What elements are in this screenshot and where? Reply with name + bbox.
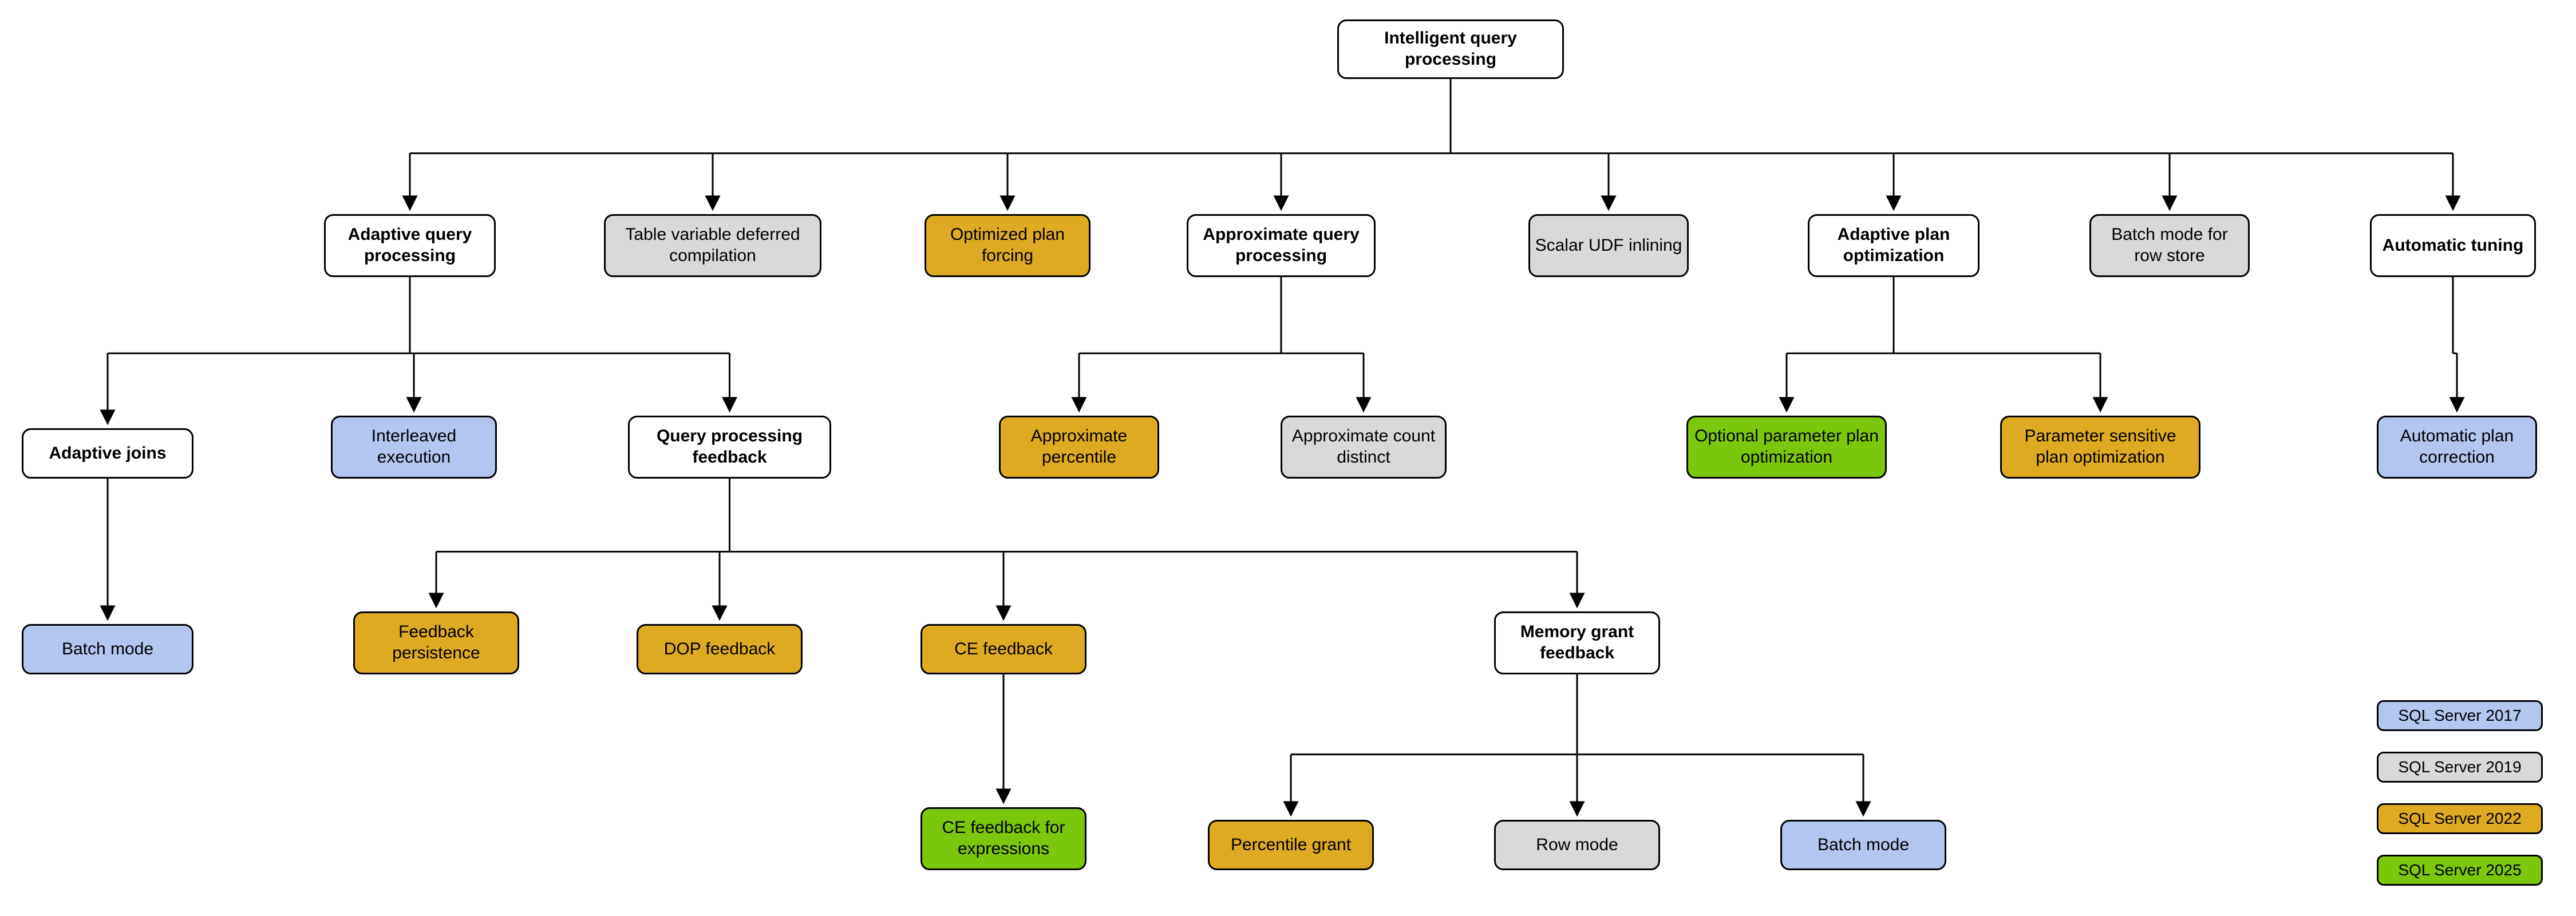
node-label: Percentile grant (1230, 835, 1352, 854)
node-label: Row mode (1536, 835, 1618, 854)
node-label: Intelligent query processing (1384, 29, 1517, 69)
node-apq[interactable]: Approximate query processing (1187, 214, 1376, 277)
node-label: Optimized plan forcing (950, 225, 1065, 265)
node-qpf[interactable]: Query processing feedback (628, 416, 831, 479)
node-apct[interactable]: Approximate percentile (999, 416, 1159, 479)
node-label: Approximate percentile (1030, 427, 1128, 467)
node-label: Batch mode for row store (2111, 225, 2228, 265)
node-tvdc[interactable]: Table variable deferred compilation (604, 214, 821, 277)
node-bmrs[interactable]: Batch mode for row store (2089, 214, 2250, 277)
legend-item-sql-server-2017: SQL Server 2017 (2377, 700, 2543, 731)
node-cefbexpr[interactable]: CE feedback for expressions (920, 807, 1086, 870)
legend-item-sql-server-2025: SQL Server 2025 (2377, 855, 2543, 886)
node-label: CE feedback (954, 639, 1053, 658)
node-root[interactable]: Intelligent query processing (1337, 19, 1564, 79)
node-label: Table variable deferred compilation (625, 225, 800, 265)
node-label: Query processing feedback (656, 427, 803, 467)
node-batch2[interactable]: Batch mode (1780, 820, 1946, 870)
node-pspo[interactable]: Parameter sensitive plan optimization (2000, 416, 2200, 479)
node-apc[interactable]: Automatic plan correction (2377, 416, 2537, 479)
legend-label: SQL Server 2017 (2398, 706, 2522, 724)
node-oppo[interactable]: Optional parameter plan optimization (1686, 416, 1887, 479)
node-label: Feedback persistence (392, 622, 480, 662)
node-label: Batch mode (61, 639, 154, 658)
legend-label: SQL Server 2025 (2398, 861, 2522, 879)
node-label: CE feedback for expressions (942, 818, 1065, 858)
node-pctgrant[interactable]: Percentile grant (1208, 820, 1374, 870)
legend-label: SQL Server 2019 (2398, 758, 2522, 776)
legend-label: SQL Server 2022 (2398, 810, 2522, 827)
legend-item-sql-server-2022: SQL Server 2022 (2377, 803, 2543, 834)
node-ajoins[interactable]: Adaptive joins (22, 428, 193, 479)
node-batch1[interactable]: Batch mode (22, 624, 193, 674)
node-label: Approximate query processing (1203, 225, 1360, 265)
node-label: Parameter sensitive plan optimization (2024, 427, 2176, 467)
node-cefb[interactable]: CE feedback (920, 624, 1086, 674)
node-opf[interactable]: Optimized plan forcing (924, 214, 1091, 277)
node-label: Optional parameter plan optimization (1694, 427, 1879, 467)
node-label: Automatic plan correction (2400, 427, 2514, 467)
node-label: Automatic tuning (2382, 235, 2524, 255)
node-label: Approximate count distinct (1291, 427, 1436, 467)
node-apo[interactable]: Adaptive plan optimization (1808, 214, 1980, 277)
node-label: Adaptive plan optimization (1837, 225, 1950, 265)
node-label: Batch mode (1817, 835, 1910, 854)
node-acd[interactable]: Approximate count distinct (1281, 416, 1447, 479)
node-udf[interactable]: Scalar UDF inlining (1528, 214, 1689, 277)
node-mgf[interactable]: Memory grant feedback (1494, 611, 1660, 674)
node-dopfb[interactable]: DOP feedback (637, 624, 803, 674)
node-label: Adaptive joins (49, 443, 167, 463)
node-autotune[interactable]: Automatic tuning (2370, 214, 2536, 277)
node-rowmode[interactable]: Row mode (1494, 820, 1660, 870)
node-label: DOP feedback (663, 639, 776, 658)
node-interleaved[interactable]: Interleaved execution (331, 416, 497, 479)
node-label: Memory grant feedback (1520, 622, 1634, 662)
node-aqp[interactable]: Adaptive query processing (324, 214, 496, 277)
node-fbpersist[interactable]: Feedback persistence (353, 611, 519, 674)
legend-item-sql-server-2019: SQL Server 2019 (2377, 752, 2543, 783)
node-label: Interleaved execution (371, 427, 457, 467)
node-label: Scalar UDF inlining (1535, 235, 1682, 255)
node-label: Adaptive query processing (347, 225, 472, 265)
